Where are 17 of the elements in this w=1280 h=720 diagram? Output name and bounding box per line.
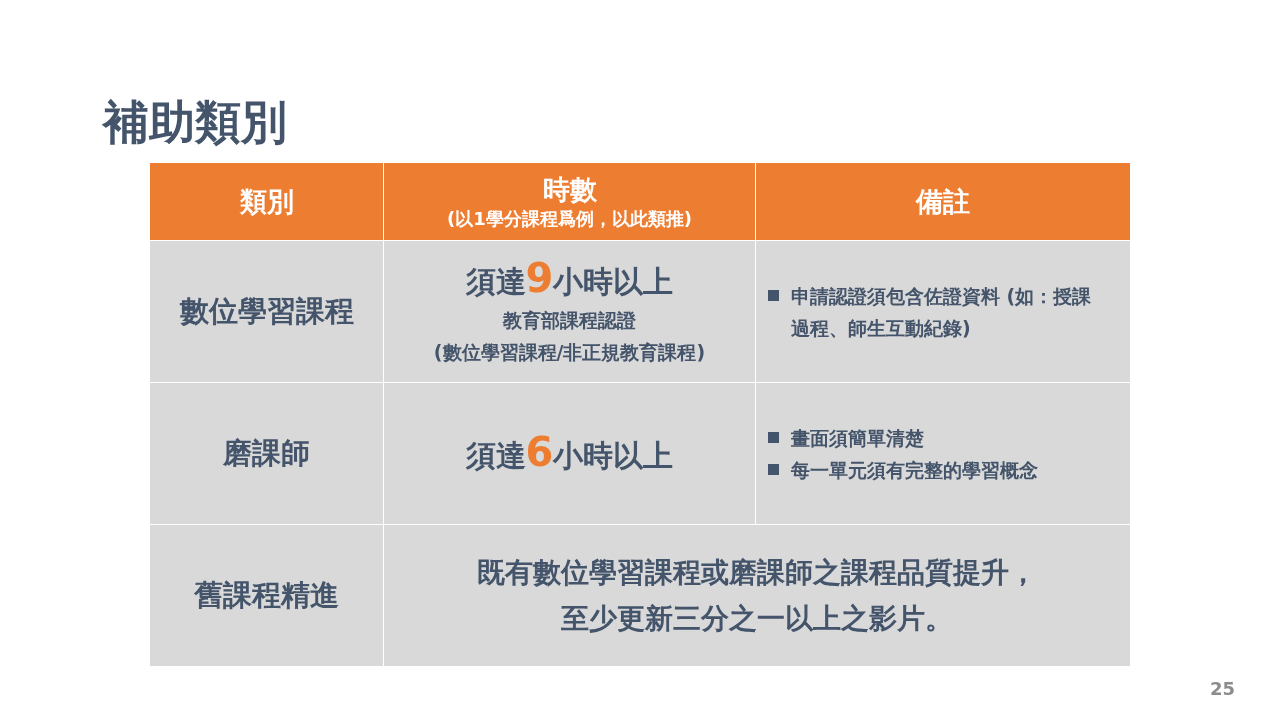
header-text: (以1學分課程爲例，以此類推) <box>447 206 692 231</box>
bullet-text: 每一單元須有完整的學習概念 <box>791 457 1038 483</box>
cell-text: 舊課程精進 <box>194 576 339 614</box>
header-text: 備註 <box>916 184 970 219</box>
cell-text: 既有數位學習課程或磨課師之課程品質提升，至少更新三分之一以上之影片。 <box>477 554 1037 637</box>
bullet-text: 申請認證須包含佐證資料 (如：授課過程、師生互動紀錄) <box>791 283 1093 341</box>
header-text: 類別 <box>239 184 294 219</box>
cell-text: 數位學習課程 <box>179 292 354 330</box>
cell-text: 須達6小時以上 <box>465 429 674 477</box>
cell-text: (數位學習課程/非正規教育課程) <box>433 339 706 365</box>
header-text: 時數 <box>542 172 597 207</box>
page-number: 25 <box>1210 678 1236 699</box>
page-title: 補助類別 <box>103 94 287 151</box>
bullet-text: 畫面須簡單清楚 <box>791 425 924 451</box>
cell-text: 須達9小時以上 <box>465 255 674 303</box>
cell-text: 教育部課程認證 <box>503 307 636 333</box>
cell-text: 磨課師 <box>223 434 310 472</box>
